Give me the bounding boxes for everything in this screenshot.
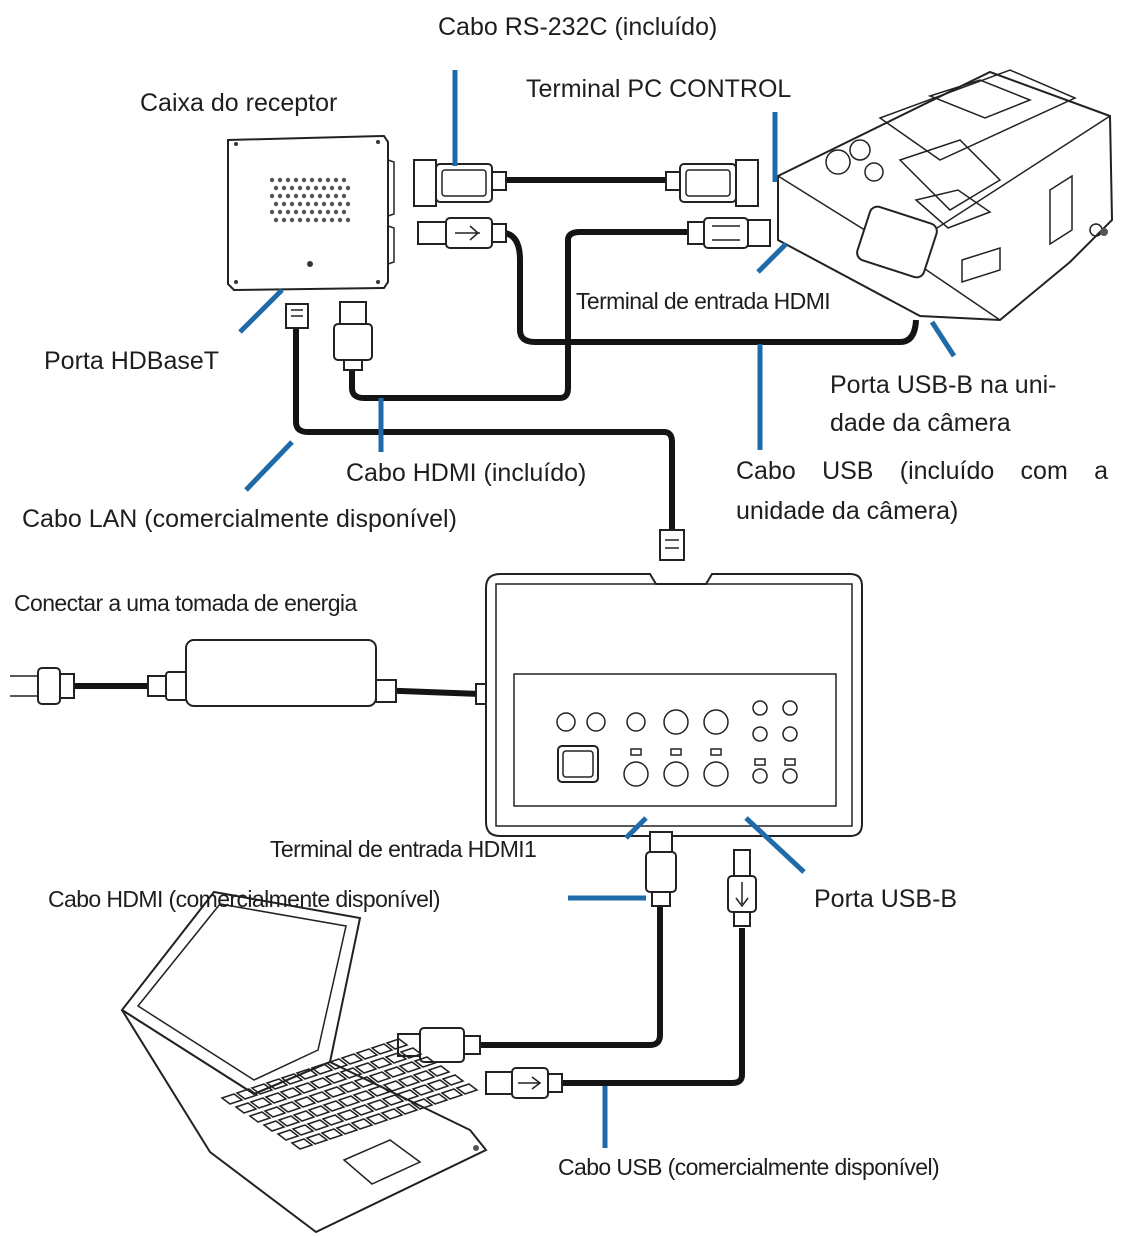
usb-plug-transmitter-side — [727, 849, 757, 927]
leader-usb-b-camera-port — [929, 320, 957, 358]
ac-power-adapter — [10, 639, 489, 707]
hdmi-plug-receiver-side — [333, 301, 373, 371]
receiver-box — [227, 134, 395, 292]
lan-plug-receiver-side — [285, 303, 309, 329]
usb-plug-laptop-side — [485, 1067, 563, 1099]
hdmi-plug-laptop-side — [397, 1027, 481, 1063]
label-hdmi-cable-included: Cabo HDMI (incluído) — [346, 459, 587, 487]
label-usb-cable-camera-line1: Cabo USB (incluído com a — [736, 457, 1108, 485]
laptop-computer — [120, 890, 488, 1234]
label-usb-b-port: Porta USB-B — [814, 885, 958, 913]
lan-cable-line — [293, 328, 675, 530]
label-receiver-box: Caixa do receptor — [140, 89, 338, 117]
projector-with-camera-unit — [777, 69, 1114, 322]
leader-lan-cable — [244, 440, 294, 492]
leader-usb-b-port — [744, 816, 806, 874]
usb-commercial-cable-line — [560, 928, 745, 1086]
label-power-outlet: Conectar a uma tomada de energia — [14, 590, 357, 616]
label-usb-b-camera-port-line1: Porta USB-B na uni- — [830, 371, 1057, 399]
leader-hdmi1-input-terminal — [624, 816, 648, 840]
lan-plug-transmitter-side — [659, 529, 685, 561]
label-usb-cable-commercial: Cabo USB (comercialmente disponível) — [558, 1154, 940, 1180]
rs232c-connector-left — [413, 159, 507, 207]
label-pc-control-terminal: Terminal PC CONTROL — [526, 75, 792, 103]
leader-hdmi-input-terminal — [756, 242, 788, 274]
hdmi-included-cable-line — [349, 229, 690, 401]
rs232c-connector-right — [665, 159, 759, 207]
label-rs232c-cable: Cabo RS-232C (incluído) — [438, 13, 718, 41]
hdmi-plug-projector-side — [687, 217, 771, 249]
usb-plug-receiver-side — [417, 217, 507, 249]
leader-hdbaset-port — [238, 288, 284, 334]
usb-camera-cable-line — [504, 230, 919, 345]
label-hdbaset-port: Porta HDBaseT — [44, 347, 220, 375]
hdmi-plug-transmitter-side — [645, 831, 677, 907]
label-usb-b-camera-port-line2: dade da câmera — [830, 409, 1011, 437]
hdbaset-transmitter-box — [485, 573, 863, 837]
label-hdmi1-input-terminal: Terminal de entrada HDMI1 — [270, 836, 537, 862]
label-hdmi-input-terminal: Terminal de entrada HDMI — [576, 288, 831, 314]
label-lan-cable: Cabo LAN (comercialmente disponível) — [22, 505, 457, 533]
label-hdmi-cable-commercial: Cabo HDMI (comercialmente disponível) — [48, 886, 441, 912]
label-usb-cable-camera-line2: unidade da câmera) — [736, 497, 959, 525]
hdmi-commercial-cable-line — [478, 905, 663, 1048]
